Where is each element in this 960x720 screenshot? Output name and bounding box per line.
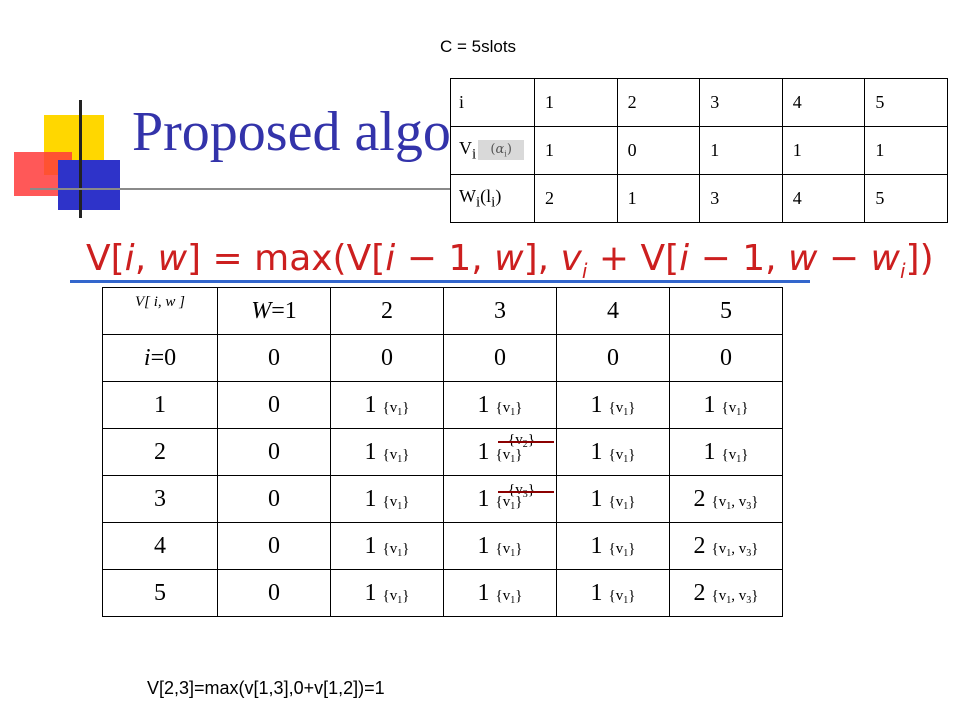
item-row-weight: Wi(li) 2 1 3 4 5: [450, 174, 948, 223]
item-cell: 1: [781, 126, 866, 175]
item-cell: 1: [699, 126, 783, 175]
dp-cell: 0: [330, 334, 444, 382]
row-label-i: i: [450, 78, 535, 127]
dp-cell: 2 {v1, v3}: [669, 522, 783, 570]
dp-corner-label: V[ i, w ]: [102, 287, 218, 335]
row-label-value: Vi(αi): [450, 126, 535, 175]
dp-cell: 1 {v1}: [556, 475, 670, 523]
dp-header-cell: 4: [556, 287, 670, 335]
dp-cell: 0: [217, 428, 331, 476]
dp-row-label: i=0: [102, 334, 218, 382]
dp-cell: 1 {v1}: [443, 381, 557, 429]
recurrence-formula: V[i, w] = max(V[i − 1, w], vi + V[i − 1,…: [86, 238, 934, 284]
dp-cell: 0: [556, 334, 670, 382]
item-cell: 1: [864, 126, 948, 175]
dp-header-cell: 2: [330, 287, 444, 335]
item-cell: 2: [534, 174, 618, 223]
dp-cell: 0: [217, 522, 331, 570]
dp-cell: 0: [443, 334, 557, 382]
dp-cell: 1 {v1}: [556, 428, 670, 476]
dp-row-label: 3: [102, 475, 218, 523]
dp-cell: 1 {v1}: [443, 569, 557, 617]
dp-row: 5 0 1 {v1} 1 {v1} 1 {v1} 2 {v1, v3}: [102, 569, 783, 617]
decor-horizontal-line: [30, 188, 450, 190]
dp-cell: 0: [217, 569, 331, 617]
dp-cell: 1 {v1}: [443, 522, 557, 570]
dp-header-cell: 5: [669, 287, 783, 335]
dp-cell: 2 {v1, v3}: [669, 475, 783, 523]
annotation-v3-strike: [498, 491, 554, 493]
annotation-v2-strike: [498, 441, 554, 443]
dp-cell: 1 {v1}: [669, 428, 783, 476]
annotation-v2: {v2}: [508, 432, 535, 450]
example-note: V[2,3]=max(v[1,3],0+v[1,2])=1: [147, 678, 385, 698]
item-cell: 1: [616, 174, 701, 223]
dp-header-cell: 3: [443, 287, 557, 335]
dp-table: V[ i, w ] W=1 2 3 4 5 i=0 0 0 0 0 0 1 0 …: [102, 287, 783, 617]
item-cell: 0: [616, 126, 701, 175]
decor-vertical-line: [79, 100, 82, 218]
item-cell: 4: [781, 78, 866, 127]
capacity-note: C = 5slots: [440, 37, 517, 56]
dp-cell: 1 {v1}: [330, 475, 444, 523]
dp-header-cell: W=1: [217, 287, 331, 335]
annotation-v3: {v3}: [508, 482, 535, 500]
dp-cell: 0: [669, 334, 783, 382]
dp-row: 2 0 1 {v1} 1 {v1} 1 {v1} 1 {v1}: [102, 428, 783, 476]
dp-row-label: 1: [102, 381, 218, 429]
dp-row: 4 0 1 {v1} 1 {v1} 1 {v1} 2 {v1, v3}: [102, 522, 783, 570]
dp-cell: 1 {v1}: [330, 428, 444, 476]
item-cell: 3: [699, 174, 783, 223]
dp-cell: 0: [217, 334, 331, 382]
dp-cell: 1 {v1}: [330, 381, 444, 429]
alpha-formula-image: (αi): [478, 139, 525, 160]
item-cell: 1: [534, 78, 618, 127]
item-cell: 1: [534, 126, 618, 175]
dp-cell: 2 {v1, v3}: [669, 569, 783, 617]
item-cell: 5: [864, 78, 948, 127]
dp-cell: 1 {v1}: [556, 381, 670, 429]
item-row-index: i 1 2 3 4 5: [450, 78, 948, 127]
decor-blue-square: [58, 160, 120, 210]
dp-row-label: 4: [102, 522, 218, 570]
dp-cell: 1 {v1}: [443, 428, 557, 476]
item-row-value: Vi(αi) 1 0 1 1 1: [450, 126, 948, 175]
dp-cell: 0: [217, 381, 331, 429]
item-table: i 1 2 3 4 5 Vi(αi) 1 0 1 1 1 Wi(li) 2 1 …: [450, 78, 948, 223]
item-cell: 3: [699, 78, 783, 127]
dp-row-label: 5: [102, 569, 218, 617]
item-cell: 4: [781, 174, 866, 223]
dp-row: i=0 0 0 0 0 0: [102, 334, 783, 382]
dp-cell: 1 {v1}: [556, 569, 670, 617]
dp-cell: 1 {v1}: [556, 522, 670, 570]
dp-cell: 1 {v1}: [443, 475, 557, 523]
dp-cell: 1 {v1}: [330, 522, 444, 570]
formula-underline: [70, 280, 810, 283]
dp-row-label: 2: [102, 428, 218, 476]
dp-cell: 1 {v1}: [330, 569, 444, 617]
row-label-weight: Wi(li): [450, 174, 535, 223]
dp-row: 1 0 1 {v1} 1 {v1} 1 {v1} 1 {v1}: [102, 381, 783, 429]
dp-cell: 1 {v1}: [669, 381, 783, 429]
dp-row: 3 0 1 {v1} 1 {v1} 1 {v1} 2 {v1, v3}: [102, 475, 783, 523]
dp-header-row: V[ i, w ] W=1 2 3 4 5: [102, 287, 783, 335]
item-cell: 2: [616, 78, 701, 127]
dp-cell: 0: [217, 475, 331, 523]
item-cell: 5: [864, 174, 948, 223]
